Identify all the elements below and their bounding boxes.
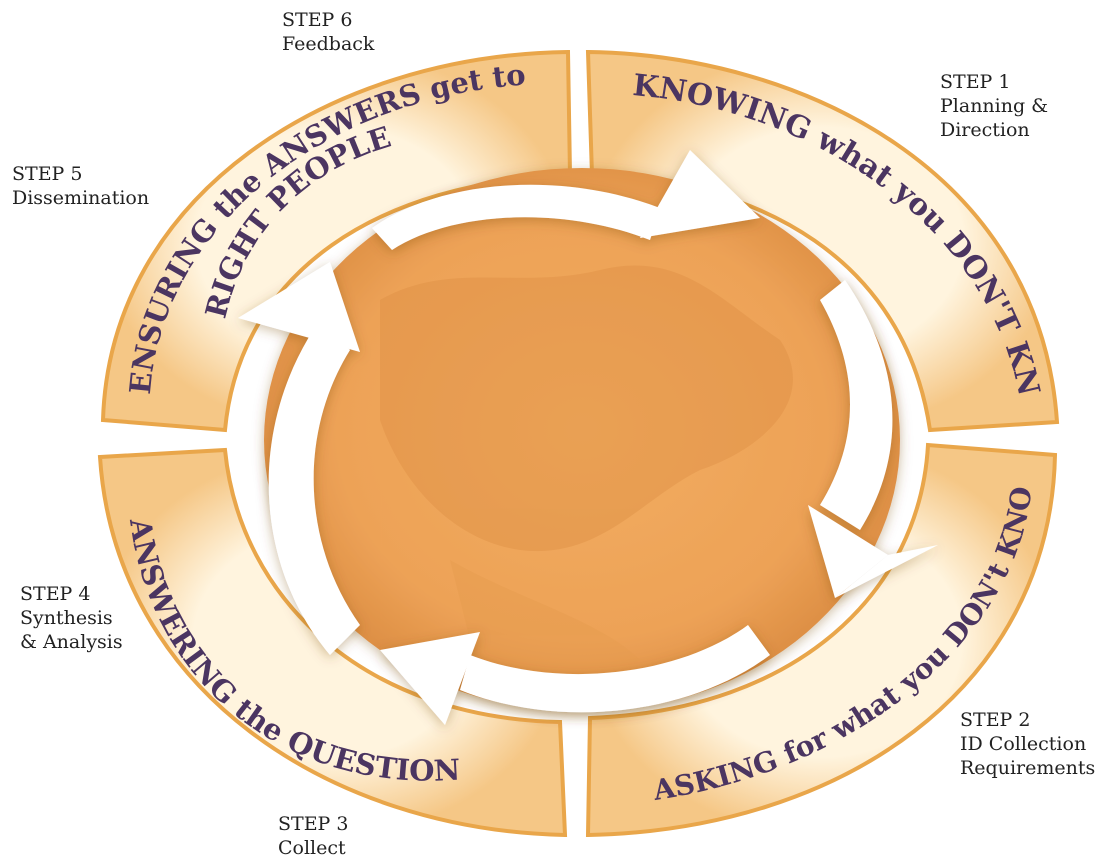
step-4-line-1: Synthesis	[20, 607, 113, 629]
step-2-title: STEP 2	[960, 709, 1031, 731]
ring-segment-bottom-right	[585, 442, 1058, 838]
ring-segment-bottom-left	[97, 447, 568, 838]
center-texture	[380, 265, 793, 678]
step-4-label: STEP 4 Synthesis & Analysis	[20, 582, 123, 654]
arrow-right	[808, 280, 938, 598]
step-5-line-1: Dissemination	[12, 187, 150, 209]
step-5-label: STEP 5 Dissemination	[12, 162, 149, 210]
arrow-top	[372, 150, 760, 250]
step-6-title: STEP 6	[282, 9, 353, 31]
step-6-label: STEP 6 Feedback	[282, 8, 374, 56]
step-1-title: STEP 1	[940, 71, 1011, 93]
step-2-label: STEP 2 ID Collection Requirements	[960, 708, 1095, 780]
step-2-line-2: Requirements	[960, 757, 1096, 779]
center-circle	[264, 168, 900, 712]
step-1-line-1: Planning &	[940, 95, 1049, 117]
step-6-line-1: Feedback	[282, 33, 375, 55]
step-5-title: STEP 5	[12, 163, 83, 185]
step-2-line-1: ID Collection	[960, 733, 1087, 755]
step-4-title: STEP 4	[20, 583, 91, 605]
arrow-bottom	[380, 625, 770, 725]
step-1-label: STEP 1 Planning & Direction	[940, 70, 1048, 142]
step-3-line-1: Collect	[278, 837, 346, 859]
step-1-line-2: Direction	[940, 119, 1030, 141]
step-3-label: STEP 3 Collect	[278, 812, 348, 860]
arrow-left	[238, 262, 360, 655]
step-4-line-2: & Analysis	[20, 631, 123, 653]
step-3-title: STEP 3	[278, 813, 349, 835]
